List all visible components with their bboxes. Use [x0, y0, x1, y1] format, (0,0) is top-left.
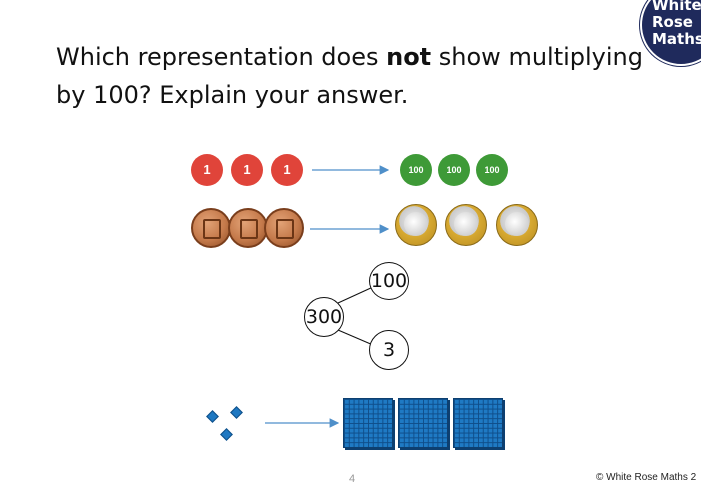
green-counter: 100 [438, 154, 470, 186]
penny-coin-icon [228, 208, 268, 248]
hundred-square-icon [398, 398, 448, 448]
whole-circle: 300 [304, 297, 344, 337]
logo-line-2: Rose [652, 13, 693, 31]
part-bottom-circle: 3 [369, 330, 409, 370]
question-bold-word: not [386, 43, 432, 71]
red-counter: 1 [231, 154, 263, 186]
question-part-2: show multiplying by 100? Explain your an… [56, 43, 643, 109]
red-counter: 1 [191, 154, 223, 186]
logo-line-3: Maths [652, 30, 701, 48]
pound-coin-icon [395, 204, 437, 246]
penny-coin-icon [191, 208, 231, 248]
penny-coin-icon [264, 208, 304, 248]
logo-line-1: White [652, 0, 701, 14]
question-part-1: Which representation does [56, 43, 387, 71]
green-counter: 100 [400, 154, 432, 186]
copyright-text: © White Rose Maths 2 [596, 472, 697, 483]
bond-line-bottom [337, 329, 374, 346]
green-counter: 100 [476, 154, 508, 186]
pound-coin-icon [496, 204, 538, 246]
pound-coin-icon [445, 204, 487, 246]
hundred-square-icon [453, 398, 503, 448]
part-top-circle: 100 [369, 262, 409, 300]
logo-text: White Rose Maths [652, 0, 701, 48]
page-number: 4 [349, 473, 356, 485]
red-counter: 1 [271, 154, 303, 186]
bond-line-top [337, 286, 374, 304]
hundred-square-icon [343, 398, 393, 448]
question-text: Which representation does not show multi… [56, 38, 656, 114]
